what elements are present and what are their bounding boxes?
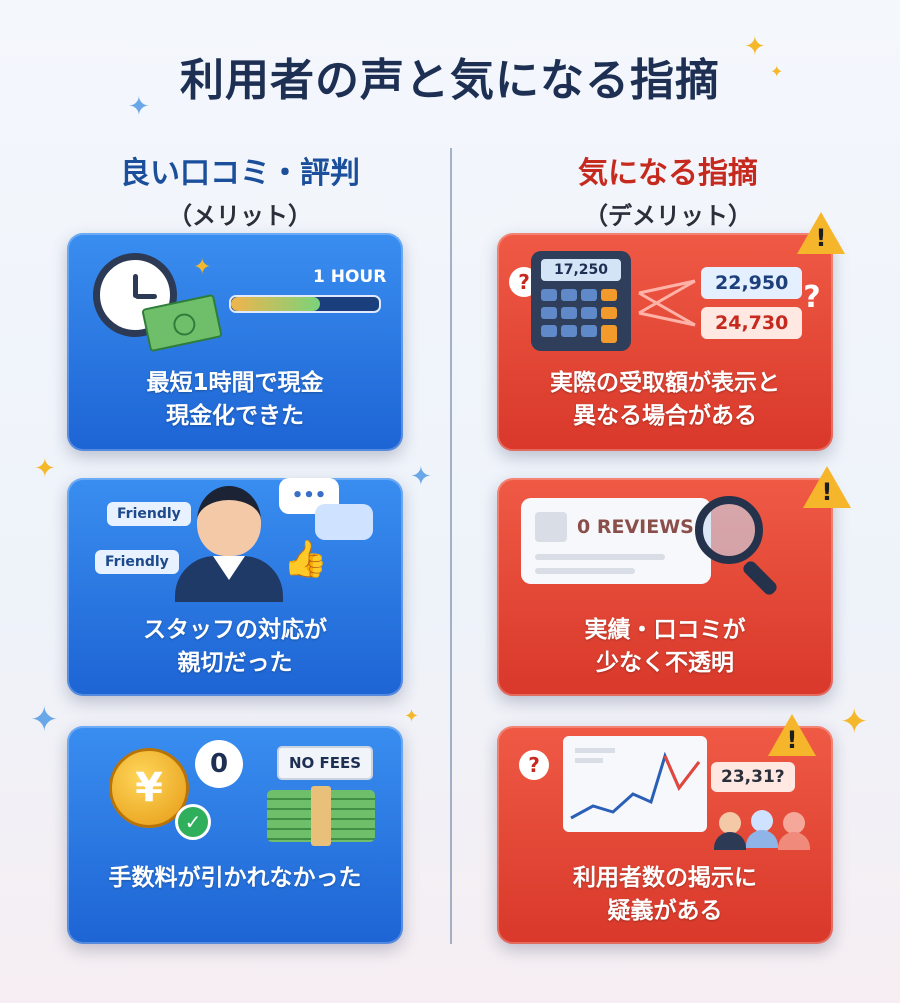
cash-band xyxy=(311,786,331,846)
demerits-title: 気になる指摘 xyxy=(578,156,758,191)
card-caption: 利用者数の掲示に 疑義がある xyxy=(497,862,833,928)
warning-mark: ! xyxy=(786,726,798,754)
caption-line-2: 疑義がある xyxy=(607,898,723,924)
column-divider xyxy=(450,148,452,944)
card-caption: スタッフの対応が 親切だった xyxy=(67,614,403,680)
sparkle-icon: ✦ xyxy=(34,454,56,484)
merits-subtitle: （メリット） xyxy=(168,202,312,230)
friendly-chip: Friendly xyxy=(95,550,179,574)
demerit-card-few-reviews: 0 REVIEWS 実績・口コミが 少なく不透明 xyxy=(497,478,833,696)
caption-line-2: 少なく不透明 xyxy=(596,650,734,676)
warning-mark: ! xyxy=(821,478,833,506)
sparkle-icon: ✦ xyxy=(410,462,432,492)
sparkle-icon: ✦ xyxy=(744,32,766,62)
review-thumbnail xyxy=(535,512,567,542)
review-panel: 0 REVIEWS xyxy=(521,498,711,584)
caption-line-1: 利用者数の掲示に xyxy=(573,865,757,891)
users-icon xyxy=(751,810,773,832)
sparkle-icon: ✦ xyxy=(128,92,150,122)
caption-line-1: 実際の受取額が表示と xyxy=(550,370,780,396)
merit-card-fast-cash: ✦ 1 HOUR 最短1時間で現金 現金化できた xyxy=(67,233,403,451)
caption-line-1: 最短1時間で現金 xyxy=(146,370,324,396)
page-title: 利用者の声と気になる指摘 xyxy=(180,55,720,106)
question-icon: ? xyxy=(803,280,821,315)
card-caption: 最短1時間で現金 現金化できた xyxy=(67,367,403,433)
card-caption: 実績・口コミが 少なく不透明 xyxy=(497,614,833,680)
caption-line-1: 実績・口コミが xyxy=(584,617,746,643)
demerits-subtitle: （デメリット） xyxy=(584,202,752,230)
merits-heading: 良い口コミ・評判 （メリット） xyxy=(90,148,390,231)
speech-bubble-icon xyxy=(315,504,373,540)
warning-icon xyxy=(797,212,845,254)
chart-line xyxy=(570,748,701,820)
thumbs-up-icon: 👍 xyxy=(283,539,328,580)
merit-card-no-fees: ¥ ✓ 0 NO FEES 手数料が引かれなかった xyxy=(67,726,403,944)
caption-line-1: 手数料が引かれなかった xyxy=(108,865,362,891)
caption-line-2: 親切だった xyxy=(177,650,293,676)
check-icon: ✓ xyxy=(175,804,211,840)
merits-title: 良い口コミ・評判 xyxy=(120,156,360,191)
user-count-bubble: 23,31? xyxy=(711,762,795,792)
card-caption: 手数料が引かれなかった xyxy=(67,862,403,895)
card-caption: 実際の受取額が表示と 異なる場合がある xyxy=(497,367,833,433)
no-fees-sign: NO FEES xyxy=(277,746,374,780)
staff-avatar xyxy=(197,486,261,556)
caption-line-2: 異なる場合がある xyxy=(573,403,757,429)
reviews-count: 0 REVIEWS xyxy=(577,516,694,538)
demerit-card-amount-mismatch: ? 17,250 22,950 24,730 ? 実際の受取額が表示と 異なる場… xyxy=(497,233,833,451)
sparkle-icon: ✦ xyxy=(404,706,420,727)
warning-icon xyxy=(803,466,851,508)
sparkle-icon: ✦ xyxy=(30,700,59,740)
magnifier-icon xyxy=(695,496,763,564)
demerits-heading: 気になる指摘 （デメリット） xyxy=(518,148,818,231)
warning-mark: ! xyxy=(815,224,827,252)
amount-value: 24,730 xyxy=(701,307,803,339)
sparkle-icon: ✦ xyxy=(770,62,784,81)
friendly-chip: Friendly xyxy=(107,502,191,526)
caption-line-2: 現金化できた xyxy=(166,403,304,429)
sparkle-icon: ✦ xyxy=(193,255,212,280)
calculator-icon: 17,250 xyxy=(531,251,631,351)
magnifier-handle xyxy=(740,558,780,598)
users-icon xyxy=(719,812,741,834)
calculator-display: 17,250 xyxy=(541,259,621,281)
amount-value: 22,950 xyxy=(701,267,803,299)
caption-line-1: スタッフの対応が xyxy=(143,617,327,643)
merit-card-friendly-staff: Friendly Friendly 👍 ••• スタッフの対応が 親切だった xyxy=(67,478,403,696)
line-chart-icon xyxy=(563,736,707,832)
sparkle-icon: ✦ xyxy=(840,702,869,742)
warning-icon xyxy=(768,714,816,756)
zero-badge: 0 xyxy=(195,740,243,788)
progress-fill xyxy=(231,297,320,311)
question-icon: ? xyxy=(519,750,549,780)
progress-bar xyxy=(229,295,381,313)
demerit-card-user-count: ? 23,31? 利用者数の掲示に 疑義がある xyxy=(497,726,833,944)
users-icon xyxy=(783,812,805,834)
one-hour-badge: 1 HOUR xyxy=(313,267,387,287)
diverging-arrows-icon xyxy=(638,279,696,327)
